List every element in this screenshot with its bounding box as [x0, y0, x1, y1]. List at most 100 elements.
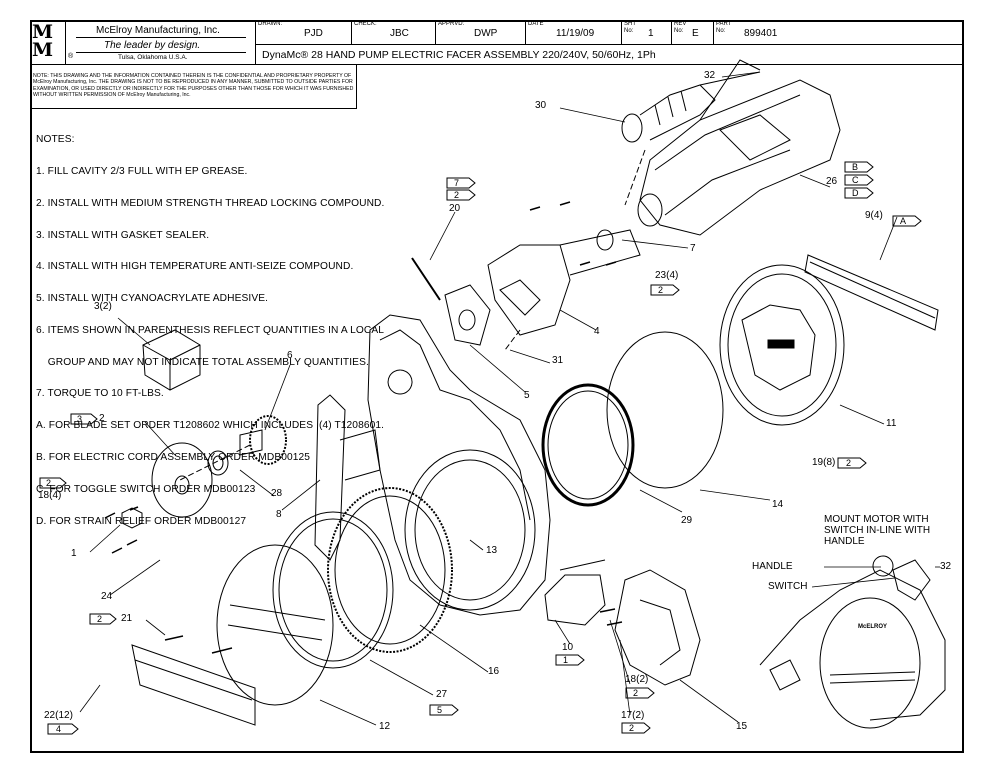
- flange-part: [151, 442, 213, 518]
- callout-20: 20: [449, 203, 461, 214]
- notes-heading: NOTES:: [36, 134, 75, 146]
- rev-value: E: [692, 28, 699, 39]
- rev-cell: REV No: E: [672, 20, 714, 44]
- callout-1: 1: [71, 548, 77, 559]
- approved-label: APPRVD:: [438, 21, 465, 27]
- center-lines: [179, 149, 646, 481]
- cutter-disk-part: [216, 544, 334, 706]
- part-label: PART: [716, 21, 732, 27]
- callout-23: 23(4): [655, 270, 679, 281]
- flag-2: 2: [658, 285, 664, 295]
- note-line: 2. INSTALL WITH MEDIUM STRENGTH THREAD L…: [36, 197, 385, 209]
- company-location: Tulsa, Oklahoma U.S.A.: [118, 54, 188, 61]
- inset-detail: [759, 555, 946, 729]
- leader-lines: [79, 71, 898, 726]
- o-ring-part: [541, 383, 635, 507]
- callout-14: 14: [772, 499, 784, 510]
- logo-block: MM: [30, 20, 66, 64]
- company-logo: MM: [32, 21, 53, 61]
- check-label: CHECK:: [354, 21, 377, 27]
- callout-5: 5: [524, 390, 530, 401]
- callout-2: 2: [99, 413, 105, 424]
- flag-d: D: [852, 188, 859, 198]
- blade-part-upper: [804, 254, 939, 331]
- flag-b: B: [852, 162, 859, 172]
- title-block: DRAWN: PJD CHECK: JBC APPRVD: DWP DATE 1…: [256, 20, 964, 64]
- nut-part: [121, 507, 143, 529]
- callout-7: 7: [690, 243, 696, 254]
- callout-15: 15: [736, 721, 748, 732]
- blade-part: [131, 644, 256, 726]
- registered-mark: ®: [68, 53, 74, 60]
- note-line: D. FOR STRAIN RELIEF ORDER MDB00127: [36, 515, 247, 527]
- callout-8: 8: [276, 509, 282, 520]
- approved-cell: APPRVD: DWP: [436, 20, 526, 44]
- sheet-label: SHT: [624, 21, 636, 27]
- flag-5: 5: [437, 705, 443, 715]
- rev-label-no: No:: [674, 28, 684, 34]
- main-housing-part: [367, 314, 551, 616]
- date-value: 11/19/09: [556, 28, 595, 39]
- bearing-ring-part: [272, 511, 394, 669]
- callout-18a: 18(4): [38, 490, 62, 501]
- callout-16: 16: [488, 666, 500, 677]
- sheet-value: 1: [648, 28, 654, 39]
- gear-ring-part: [327, 487, 453, 653]
- drawing-frame: [30, 20, 964, 753]
- callout-4: 4: [594, 326, 600, 337]
- flag-2: 2: [629, 723, 635, 733]
- callout-12: 12: [379, 721, 391, 732]
- confidential-side: [356, 64, 357, 109]
- inset-instruction-line: SWITCH IN-LINE WITH: [824, 525, 931, 536]
- company-name: McElroy Manufacturing, Inc.: [96, 25, 220, 36]
- switch-block-part: [544, 559, 606, 626]
- callout-29: 29: [681, 515, 693, 526]
- bracket-part: [487, 229, 641, 336]
- rev-label: REV: [674, 21, 687, 27]
- callout-9: 9(4): [865, 210, 883, 221]
- callout-3: 3(2): [94, 301, 112, 312]
- pin-part: [411, 257, 441, 301]
- inset-switch-label: SWITCH: [768, 581, 808, 592]
- callout-31: 31: [552, 355, 564, 366]
- callout-18b: 18(2): [625, 674, 649, 685]
- drawn-cell: DRAWN: PJD: [256, 20, 352, 44]
- note-line: C. FOR TOGGLE SWITCH ORDER MDB00123: [36, 483, 256, 495]
- callout-13: 13: [486, 545, 498, 556]
- check-value: JBC: [390, 28, 409, 39]
- part-value: 899401: [744, 28, 778, 39]
- note-line: B. FOR ELECTRIC CORD ASSEMBLY ORDER MDB0…: [36, 452, 311, 463]
- date-label: DATE: [528, 21, 544, 27]
- inset-instruction-line: HANDLE: [824, 536, 865, 547]
- callout-32-inset: 32: [940, 561, 952, 572]
- date-cell: DATE 11/19/09: [526, 20, 622, 44]
- flag-2: 2: [454, 190, 460, 200]
- callout-6: 6: [287, 350, 293, 361]
- company-tagline: The leader by design.: [104, 40, 201, 51]
- flag-4: 4: [56, 724, 62, 734]
- clamp-part: [444, 284, 491, 346]
- motor-part: [637, 59, 841, 236]
- handle-part: [614, 569, 701, 686]
- flag-2: 2: [633, 688, 639, 698]
- flag-7: 7: [454, 178, 460, 188]
- callout-30: 30: [535, 100, 547, 111]
- sheet-cell: SHT No: 1: [622, 20, 672, 44]
- gasket-part: [606, 331, 724, 489]
- drawing-description: DynaMc® 28 HAND PUMP ELECTRIC FACER ASSE…: [262, 49, 656, 61]
- notes-block: NOTES: 1. FILL CAVITY 2/3 FULL WITH EP G…: [36, 114, 384, 538]
- header-divider: [30, 64, 964, 65]
- company-block: McElroy Manufacturing, Inc. The leader b…: [66, 20, 256, 64]
- inset-brand-label: McELROY: [858, 624, 888, 630]
- flag-tags: [39, 161, 922, 735]
- sheet-label-no: No:: [624, 28, 634, 34]
- drawn-label: DRAWN:: [258, 21, 283, 27]
- callout-26: 26: [826, 176, 838, 187]
- note-line: GROUP AND MAY NOT INDICATE TOTAL ASSEMBL…: [36, 356, 369, 368]
- flag-1: 1: [563, 655, 569, 665]
- flag-2: 2: [846, 458, 852, 468]
- flag-c: C: [852, 175, 859, 185]
- cover-plate-part: [719, 264, 845, 426]
- handle-grip-part: [621, 71, 761, 143]
